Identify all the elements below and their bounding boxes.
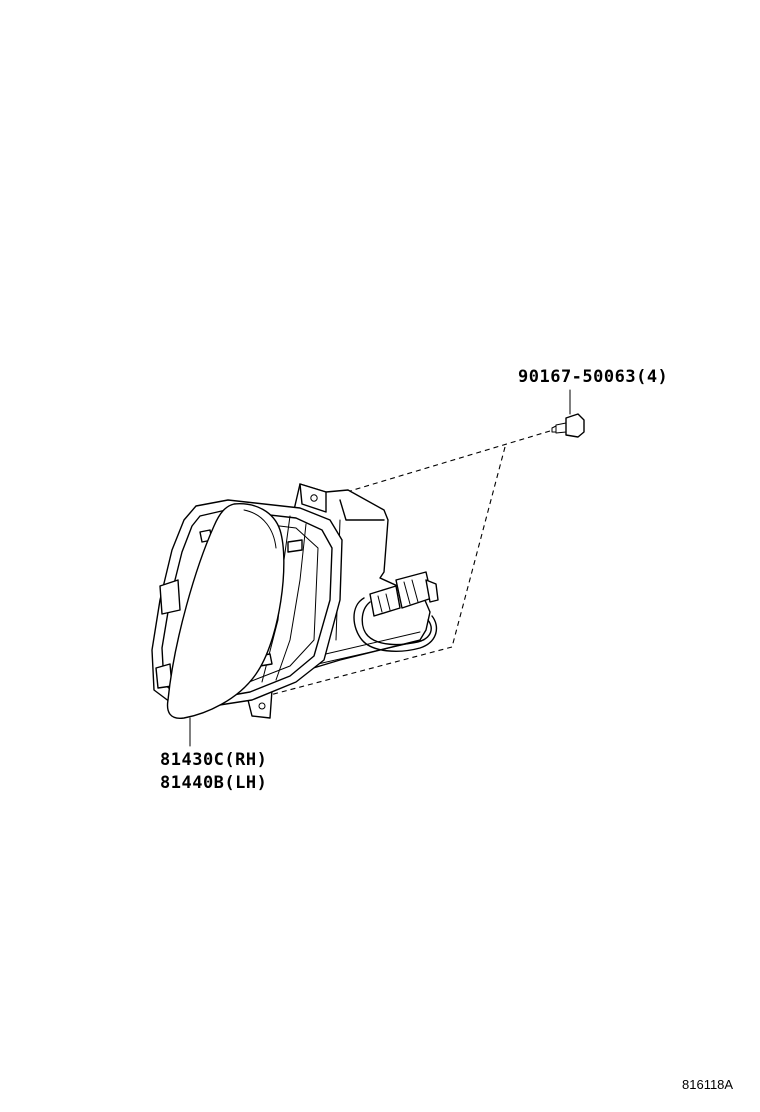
- installation-guide-lines: [269, 430, 551, 696]
- bolt-icon: [551, 413, 585, 438]
- lamp-part-number-rh: 81430C(RH): [160, 750, 268, 770]
- bolt-part-number: 90167-50063(4): [518, 367, 669, 387]
- wiring-connector: [353, 571, 439, 652]
- lamp-part-number-lh: 81440B(LH): [160, 773, 268, 793]
- lamp-lens: [166, 503, 285, 719]
- leader-lines: [189, 389, 571, 747]
- figure-code: 816118A: [682, 1077, 734, 1092]
